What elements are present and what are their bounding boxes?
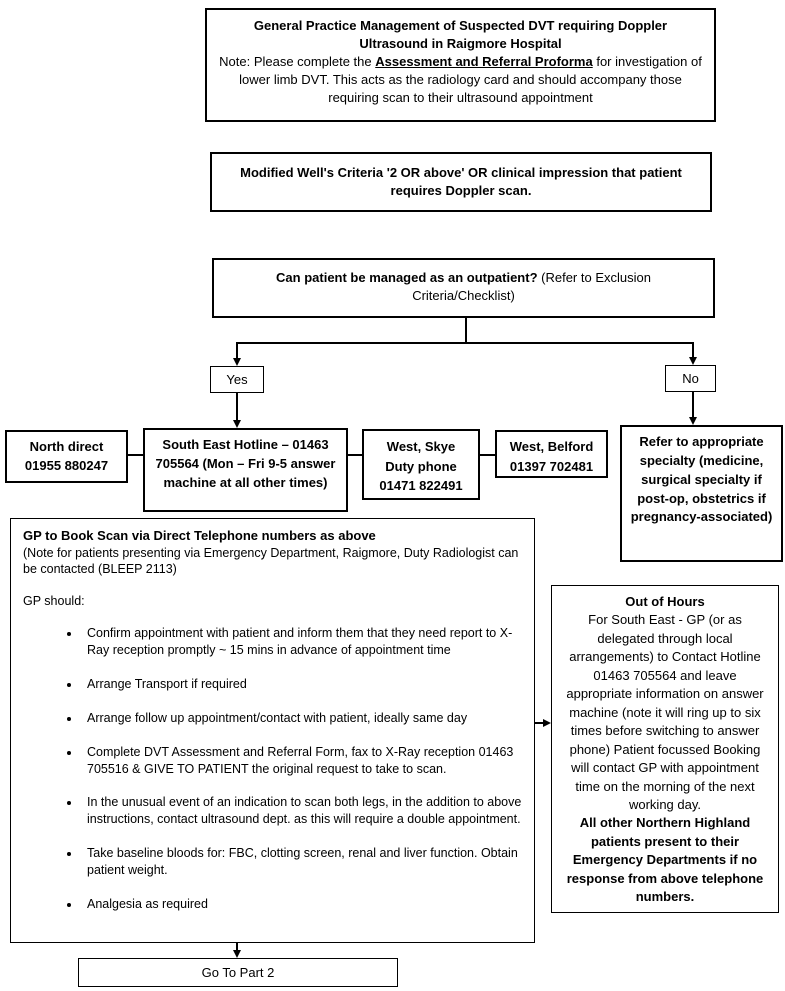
north-direct-box: North direct 01955 880247 — [5, 430, 128, 483]
gp-booking-heading: GP to Book Scan via Direct Telephone num… — [23, 528, 376, 543]
refer-specialty-text: Refer to appropriate specialty (medicine… — [630, 434, 773, 525]
yes-box: Yes — [210, 366, 264, 393]
outpatient-detail: (Refer to Exclusion Criteria/Checklist) — [412, 270, 651, 304]
west-skye-box: West, Skye Duty phone 01471 822491 — [362, 429, 480, 500]
wells-criteria-text: Modified Well's Criteria '2 OR above' OR… — [240, 165, 682, 199]
gp-task-item: Complete DVT Assessment and Referral For… — [81, 744, 522, 778]
connector-yes-to-hotline — [236, 393, 238, 420]
gp-task-item: Confirm appointment with patient and inf… — [81, 625, 522, 659]
arrowhead-to-hotline — [233, 420, 241, 428]
connector-no-drop — [692, 342, 694, 358]
west-belford-label: West, Belford — [509, 439, 594, 454]
out-of-hours-box: Out of Hours For South East - GP (or as … — [551, 585, 779, 913]
gp-task-item: In the unusual event of an indication to… — [81, 794, 522, 828]
note-suffix: for investigation of lower limb DVT. Thi… — [239, 53, 702, 105]
yes-label: Yes — [226, 372, 248, 387]
title-box: General Practice Management of Suspected… — [205, 8, 716, 122]
no-box: No — [665, 365, 716, 392]
south-east-hotline-box: South East Hotline – 01463 705564 (Mon –… — [143, 428, 348, 512]
north-direct-label: North direct — [29, 439, 104, 454]
west-skye-region: West, Skye — [386, 439, 456, 454]
connector-skye-belford — [480, 454, 495, 456]
west-skye-phone: 01471 822491 — [379, 478, 463, 493]
gp-booking-box: GP to Book Scan via Direct Telephone num… — [10, 518, 535, 943]
gp-task-item: Analgesia as required — [81, 896, 522, 913]
outpatient-question: Can patient be managed as an outpatient? — [276, 270, 538, 285]
gp-task-list: Confirm appointment with patient and inf… — [23, 625, 522, 913]
out-of-hours-body: For South East - GP (or as delegated thr… — [566, 612, 764, 812]
west-belford-phone: 01397 702481 — [509, 458, 594, 474]
connector-no-to-refer — [692, 392, 694, 417]
connector-yes-drop — [236, 342, 238, 359]
wells-criteria-box: Modified Well's Criteria '2 OR above' OR… — [210, 152, 712, 212]
out-of-hours-heading: Out of Hours — [625, 594, 705, 609]
north-direct-phone: 01955 880247 — [24, 457, 109, 473]
west-skye-label: Duty phone — [385, 458, 457, 474]
west-belford-box: West, Belford 01397 702481 — [495, 430, 608, 478]
note-prefix: Note: Please complete the — [219, 53, 376, 69]
gp-task-item: Arrange Transport if required — [81, 676, 522, 693]
connector-branch-stem — [465, 318, 467, 343]
out-of-hours-footer: All other Northern Highland patients pre… — [566, 815, 764, 905]
gp-task-item: Arrange follow up appointment/contact wi… — [81, 710, 522, 727]
arrowhead-to-no — [689, 357, 697, 365]
connector-gp-to-part2 — [236, 943, 238, 951]
goto-part2-label: Go To Part 2 — [201, 965, 275, 980]
connector-southeast-skye — [348, 454, 362, 456]
refer-specialty-box: Refer to appropriate specialty (medicine… — [620, 425, 783, 562]
page-title: General Practice Management of Suspected… — [253, 18, 668, 51]
arrowhead-to-yes — [233, 358, 241, 366]
proforma-link[interactable]: Assessment and Referral Proforma — [375, 53, 593, 69]
connector-gp-to-ooh — [535, 722, 544, 724]
no-label: No — [682, 371, 699, 386]
arrowhead-to-refer — [689, 417, 697, 425]
connector-branch-horizontal — [236, 342, 694, 344]
gp-should-lead: GP should: — [23, 594, 85, 609]
connector-north-southeast — [128, 454, 143, 456]
goto-part2-box: Go To Part 2 — [78, 958, 398, 987]
south-east-hotline-text: South East Hotline – 01463 705564 (Mon –… — [155, 437, 336, 490]
arrowhead-to-ooh — [543, 719, 551, 727]
gp-booking-subnote: (Note for patients presenting via Emerge… — [23, 545, 519, 577]
outpatient-question-box: Can patient be managed as an outpatient?… — [212, 258, 715, 318]
title-note: Note: Please complete the Assessment and… — [219, 53, 702, 107]
gp-task-item: Take baseline bloods for: FBC, clotting … — [81, 845, 522, 879]
arrowhead-to-part2 — [233, 950, 241, 958]
